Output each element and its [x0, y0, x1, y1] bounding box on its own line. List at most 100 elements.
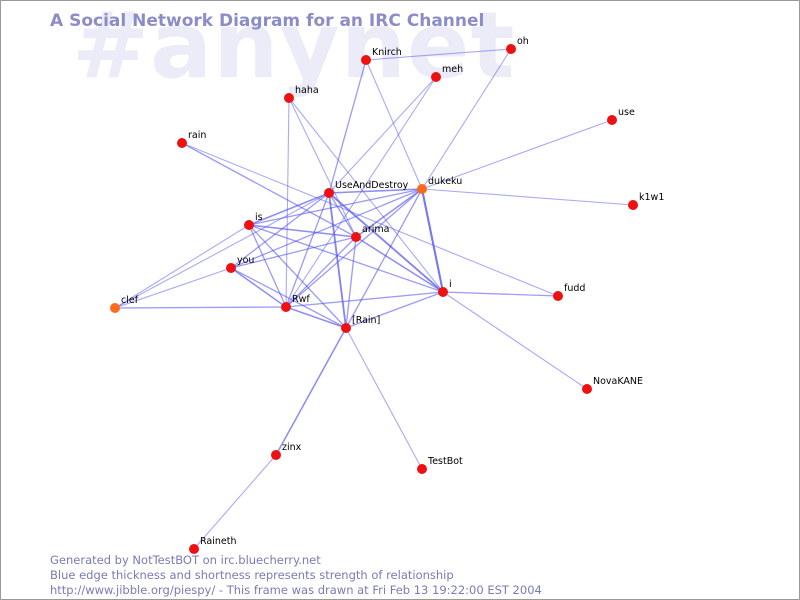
- node-dot: [351, 232, 361, 242]
- edge-dukeku-Rwf: [285, 188, 423, 308]
- node-label: clef: [121, 295, 139, 306]
- node-dot: [431, 72, 441, 82]
- node-label: dukeku: [428, 176, 462, 187]
- edge-Knirch-dukeku: [365, 59, 423, 190]
- edge-dukeku-k1w1: [421, 188, 634, 206]
- edge-use-dukeku: [421, 119, 613, 190]
- node-label: TestBot: [427, 456, 463, 467]
- edge-arima-Rain: [345, 236, 357, 329]
- node-label: i: [449, 279, 452, 290]
- node-haha: haha: [284, 85, 319, 103]
- node-Knirch: Knirch: [361, 47, 402, 65]
- edge-i-Rain: [345, 291, 444, 329]
- edge-you-Rwf: [230, 267, 287, 308]
- edge-you-Rain: [230, 267, 347, 329]
- node-you: you: [226, 255, 254, 273]
- node-fudd: fudd: [553, 283, 585, 301]
- node-k1w1: k1w1: [628, 192, 664, 210]
- node-meh: meh: [431, 64, 463, 82]
- edges-layer: [114, 48, 634, 550]
- edge-Knirch-UseAndDestroy: [328, 59, 367, 194]
- node-dot: [189, 544, 199, 554]
- node-label: fudd: [564, 283, 585, 294]
- node-dot: [553, 291, 563, 301]
- node-is: is: [244, 212, 263, 230]
- edge-i-NovaKANE: [442, 291, 588, 390]
- node-dot: [284, 93, 294, 103]
- node-dot: [582, 384, 592, 394]
- node-label: haha: [295, 85, 319, 96]
- node-rain: rain: [177, 130, 206, 148]
- footer-legend: Blue edge thickness and shortness repres…: [50, 568, 454, 582]
- edge-arima-you: [230, 236, 357, 269]
- channel-watermark: #anynet: [72, 0, 516, 99]
- edge-meh-UseAndDestroy: [328, 76, 437, 194]
- node-Rwf: Rwf: [281, 294, 310, 312]
- node-clef: clef: [110, 295, 139, 313]
- node-label: zinx: [282, 442, 302, 453]
- node-dot: [417, 184, 427, 194]
- edge-UseAndDestroy-i: [328, 192, 444, 293]
- edge-Knirch-oh: [365, 48, 512, 61]
- edge-haha-Rwf: [285, 97, 290, 308]
- node-label: NovaKANE: [593, 376, 643, 387]
- node-zinx: zinx: [271, 442, 302, 460]
- node-label: k1w1: [639, 192, 664, 203]
- node-oh: oh: [506, 36, 529, 54]
- node-dot: [324, 188, 334, 198]
- edge-UseAndDestroy-you: [230, 192, 330, 269]
- edge-clef-Rwf: [114, 306, 287, 309]
- edge-UseAndDestroy-Rain: [328, 192, 347, 329]
- edge-UseAndDestroy-is: [248, 192, 330, 226]
- node-dot: [177, 138, 187, 148]
- edge-UseAndDestroy-Rwf: [285, 192, 330, 308]
- edge-is-clef: [114, 224, 250, 309]
- edge-is-i: [248, 224, 444, 293]
- node-UseAndDestroy: UseAndDestroy: [324, 180, 409, 198]
- node-dot: [271, 450, 281, 460]
- node-dot: [361, 55, 371, 65]
- edge-UseAndDestroy-clef: [114, 192, 330, 309]
- edge-dukeku-i: [420, 187, 445, 294]
- node-i: i: [438, 279, 452, 297]
- edge-dukeku-Rain: [345, 188, 423, 329]
- edge-you-clef: [114, 267, 232, 309]
- node-dot: [110, 303, 120, 313]
- edge-zinx-Raineth: [193, 454, 277, 550]
- edge-Rain-zinx: [275, 327, 347, 456]
- edge-is-arima: [248, 224, 357, 238]
- edge-arima-Rwf: [285, 236, 357, 308]
- node-label: UseAndDestroy: [335, 180, 409, 191]
- node-label: Rwf: [292, 294, 310, 305]
- footer-url-timestamp: http://www.jibble.org/piespy/ - This fra…: [50, 583, 542, 597]
- node-label: meh: [442, 64, 463, 75]
- footer-generated-by: Generated by NotTestBOT on irc.bluecherr…: [50, 553, 321, 567]
- node-label: rain: [188, 130, 206, 141]
- node-label: is: [255, 212, 263, 223]
- edge-i-fudd: [442, 291, 559, 297]
- node-NovaKANE: NovaKANE: [582, 376, 643, 394]
- edge-arima-i: [355, 236, 444, 293]
- node-Rain: [Rain]: [341, 315, 380, 333]
- node-dot: [628, 200, 638, 210]
- node-TestBot: TestBot: [417, 456, 463, 474]
- node-use: use: [607, 107, 635, 125]
- diagram-title: A Social Network Diagram for an IRC Chan…: [50, 11, 485, 31]
- edge-haha-arima: [288, 97, 357, 238]
- node-label: oh: [517, 36, 529, 47]
- node-label: arima: [362, 224, 389, 235]
- edge-is-Rain: [248, 224, 347, 329]
- node-Raineth: Raineth: [189, 536, 236, 554]
- edge-i-Rwf: [285, 291, 444, 308]
- edge-UseAndDestroy-arima: [328, 192, 357, 238]
- node-dot: [341, 323, 351, 333]
- edge-rain-arima: [181, 142, 357, 238]
- node-label: Raineth: [200, 536, 236, 547]
- node-arima: arima: [351, 224, 389, 242]
- edge-haha-i: [288, 97, 444, 293]
- node-label: Knirch: [372, 47, 402, 58]
- node-dukeku: dukeku: [417, 176, 462, 194]
- edge-UseAndDestroy-dukeku: [328, 188, 423, 194]
